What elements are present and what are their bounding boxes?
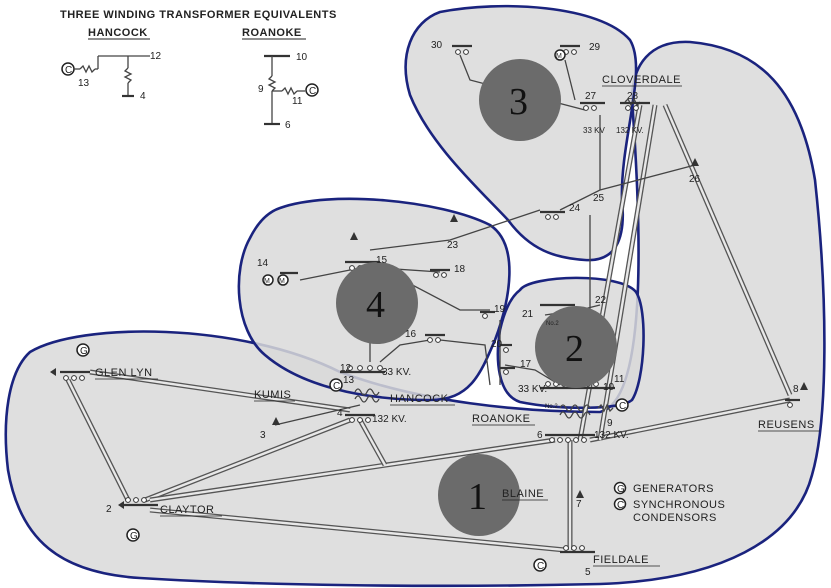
svg-text:12: 12 (150, 51, 162, 62)
svg-text:2: 2 (106, 504, 112, 515)
legend-g-symbol: G (617, 484, 625, 495)
zone-2-label: 2 (565, 328, 584, 370)
svg-text:30: 30 (431, 40, 443, 51)
svg-text:18: 18 (454, 264, 466, 275)
station-roanoke: ROANOKE (472, 413, 531, 425)
legend-c-symbol: C (617, 500, 624, 511)
svg-text:16: 16 (405, 329, 417, 340)
load-arrows (50, 158, 808, 509)
station-cloverdale: CLOVERDALE (602, 74, 681, 86)
svg-text:11: 11 (292, 96, 303, 107)
svg-text:12: 12 (340, 363, 352, 374)
zone-1-label: 1 (468, 476, 487, 518)
breakers (63, 49, 793, 551)
svg-text:6: 6 (285, 120, 291, 131)
bus-numbers: 5 2 3 4 6 7 8 9 10 11 12 13 14 15 16 17 … (106, 40, 799, 578)
svg-text:33 KV: 33 KV (583, 126, 605, 135)
svg-text:33 KV.: 33 KV. (518, 384, 547, 395)
svg-text:13: 13 (78, 78, 90, 89)
svg-text:4: 4 (337, 408, 343, 419)
bus-bars (60, 44, 800, 554)
svg-text:29: 29 (589, 42, 601, 53)
zone-3-label: 3 (509, 81, 528, 123)
transformers (354, 97, 641, 419)
svg-text:3: 3 (260, 430, 266, 441)
station-claytor: CLAYTOR (160, 504, 214, 516)
condenser-symbol: C (65, 65, 72, 76)
svg-text:10: 10 (603, 382, 615, 393)
svg-text:7: 7 (576, 499, 582, 510)
svg-text:M: M (556, 53, 562, 60)
gen-claytor: G (130, 531, 138, 542)
station-glen-lyn: GLEN LYN (95, 367, 153, 379)
station-fieldale: FIELDALE (593, 554, 649, 566)
station-blaine: BLAINE (502, 488, 544, 500)
gen-glen-lyn: G (80, 346, 88, 357)
svg-text:11: 11 (614, 374, 625, 385)
svg-text:M: M (264, 278, 270, 285)
svg-text:15: 15 (376, 255, 388, 266)
svg-text:26: 26 (689, 174, 701, 185)
legend-generators: GENERATORS (633, 483, 714, 495)
svg-text:27: 27 (585, 91, 597, 102)
roanoke-equivalent: C 10 9 11 6 (258, 52, 319, 131)
svg-text:33 KV.: 33 KV. (382, 367, 411, 378)
hv-lines (65, 104, 793, 553)
svg-text:M: M (279, 278, 285, 285)
cond-roanoke: C (619, 401, 626, 412)
svg-text:24: 24 (569, 203, 581, 214)
svg-text:23: 23 (447, 240, 459, 251)
svg-text:9: 9 (607, 418, 613, 429)
svg-text:10: 10 (296, 52, 308, 63)
svg-text:6: 6 (537, 430, 543, 441)
cond-fieldale: C (537, 561, 544, 572)
station-reusens: REUSENS (758, 419, 815, 431)
station-kumis: KUMIS (254, 389, 291, 401)
svg-text:19: 19 (494, 304, 506, 315)
svg-text:132 KV.: 132 KV. (616, 126, 644, 135)
svg-text:22: 22 (595, 295, 607, 306)
svg-text:28: 28 (627, 91, 639, 102)
station-hancock: HANCOCK (390, 393, 449, 405)
svg-text:4: 4 (140, 91, 146, 102)
svg-text:5: 5 (585, 567, 591, 578)
svg-text:No.2: No.2 (545, 404, 558, 410)
cond-hancock: C (333, 381, 340, 392)
svg-text:132 KV.: 132 KV. (594, 430, 629, 441)
svg-text:No.2: No.2 (546, 321, 559, 327)
svg-text:8: 8 (793, 384, 799, 395)
legend-hancock-title: HANCOCK (88, 27, 148, 39)
zone-1-area (4, 40, 826, 588)
svg-text:9: 9 (258, 84, 264, 95)
zone-4-label: 4 (366, 284, 385, 326)
zone-markers (336, 59, 617, 536)
legend-synchronous: SYNCHRONOUS (633, 499, 725, 511)
header-title: THREE WINDING TRANSFORMER EQUIVALENTS (60, 9, 337, 21)
legend-roanoke-title: ROANOKE (242, 27, 302, 39)
svg-text:21: 21 (522, 309, 534, 320)
svg-text:132 KV.: 132 KV. (372, 414, 407, 425)
svg-text:C: C (309, 86, 316, 97)
svg-text:25: 25 (593, 193, 605, 204)
legend-condensors: CONDENSORS (633, 512, 717, 524)
svg-text:17: 17 (520, 359, 532, 370)
svg-text:20: 20 (491, 339, 503, 350)
svg-text:13: 13 (343, 375, 355, 386)
svg-text:14: 14 (257, 258, 269, 269)
machines (76, 49, 629, 572)
hancock-equivalent: C 12 13 4 (61, 51, 162, 102)
